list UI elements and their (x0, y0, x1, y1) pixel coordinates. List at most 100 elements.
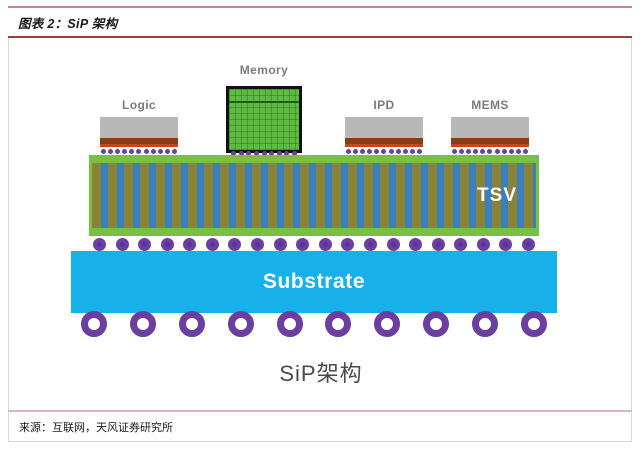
memory-top-divider (229, 101, 299, 103)
microbump (353, 148, 359, 154)
logic-die-substrate-layer (100, 138, 178, 144)
bga-ball (227, 311, 254, 337)
die-memory (226, 86, 302, 153)
logic-die-body (100, 117, 178, 138)
microbump (473, 148, 479, 154)
microbump (129, 148, 135, 154)
ipd-die-substrate-layer (345, 138, 423, 144)
page-title: 图表 2：SiP 架构 (18, 16, 118, 31)
mems-die-substrate-layer (451, 138, 529, 144)
tsv-via-array (92, 163, 536, 228)
title-divider (8, 36, 632, 38)
bga-ball (423, 311, 450, 337)
microbump (101, 148, 106, 154)
microbump (416, 148, 422, 154)
microbump (508, 148, 514, 154)
figure-title-band: 图表 2：SiP 架构 (8, 6, 632, 36)
microbump (466, 148, 472, 154)
solder-ball (115, 237, 129, 251)
solder-ball (138, 237, 152, 251)
solder-ball (431, 237, 445, 251)
microbump (150, 148, 156, 154)
bga-solder-balls (81, 311, 547, 337)
solder-ball (499, 237, 513, 251)
source-text: 来源：互联网，天风证券研究所 (19, 421, 173, 434)
die-mems (451, 117, 529, 150)
diagram-caption: SiP架构 (279, 361, 363, 386)
substrate-label: Substrate (262, 270, 366, 293)
microbump (381, 148, 387, 154)
memory-array-grid (229, 89, 299, 150)
microbump (108, 148, 114, 154)
microbump (459, 148, 465, 154)
solder-ball (183, 237, 197, 251)
microbump (515, 148, 521, 154)
solder-ball (341, 237, 355, 251)
solder-ball (296, 237, 310, 251)
microbump (360, 148, 366, 154)
microbump (522, 148, 528, 154)
tsv-label: TSV (477, 184, 517, 206)
microbump (231, 150, 236, 156)
microbump (122, 148, 128, 154)
microbump (501, 148, 507, 154)
figure-body: Logic Memory IPD MEMS (8, 38, 632, 410)
microbump (395, 148, 401, 154)
bga-ball (81, 311, 107, 337)
bga-ball (129, 311, 156, 337)
microbump (261, 150, 267, 156)
solder-ball (363, 237, 377, 251)
microbumps-memory (231, 150, 297, 156)
ipd-die-redistribution-layer (345, 144, 423, 147)
microbump (409, 148, 415, 154)
solder-ball (409, 237, 423, 251)
die-logic (100, 117, 178, 150)
microbump (253, 150, 259, 156)
bga-ball (325, 311, 352, 337)
microbump (367, 148, 373, 154)
solder-ball (228, 237, 242, 251)
microbump (494, 148, 500, 154)
microbump (452, 148, 457, 154)
solder-ball (251, 237, 265, 251)
figure-footer: 来源：互联网，天风证券研究所 (8, 412, 632, 442)
die-label-mems: MEMS (471, 98, 509, 112)
die-label-logic: Logic (122, 98, 156, 112)
solder-ball (273, 237, 287, 251)
solder-ball (521, 237, 535, 251)
footer-divider (8, 410, 632, 412)
bga-ball (374, 311, 401, 337)
sip-architecture-diagram: Logic Memory IPD MEMS (9, 38, 633, 410)
mems-die-redistribution-layer (451, 144, 529, 147)
microbump (238, 150, 244, 156)
microbump (292, 150, 297, 156)
bga-ball (472, 311, 498, 337)
logic-die-redistribution-layer (100, 144, 178, 147)
solder-ball (205, 237, 219, 251)
microbump (164, 148, 170, 154)
tsv-interposer: TSV (89, 155, 539, 236)
microbump (346, 148, 351, 154)
microbump (374, 148, 380, 154)
solder-ball (160, 237, 174, 251)
microbump (388, 148, 394, 154)
bga-ball (178, 311, 205, 337)
microbump (276, 150, 282, 156)
solder-balls-interposer-to-substrate (93, 237, 535, 251)
microbump (246, 150, 252, 156)
solder-ball (476, 237, 490, 251)
solder-ball (454, 237, 468, 251)
microbump (171, 148, 177, 154)
mems-die-body (451, 117, 529, 138)
microbump (284, 150, 290, 156)
bga-ball (520, 311, 547, 337)
microbump (115, 148, 121, 154)
microbump (157, 148, 163, 154)
solder-ball (386, 237, 400, 251)
die-label-ipd: IPD (373, 98, 395, 112)
microbump (143, 148, 149, 154)
die-label-memory: Memory (239, 63, 289, 77)
microbump (269, 150, 275, 156)
microbump (402, 148, 408, 154)
